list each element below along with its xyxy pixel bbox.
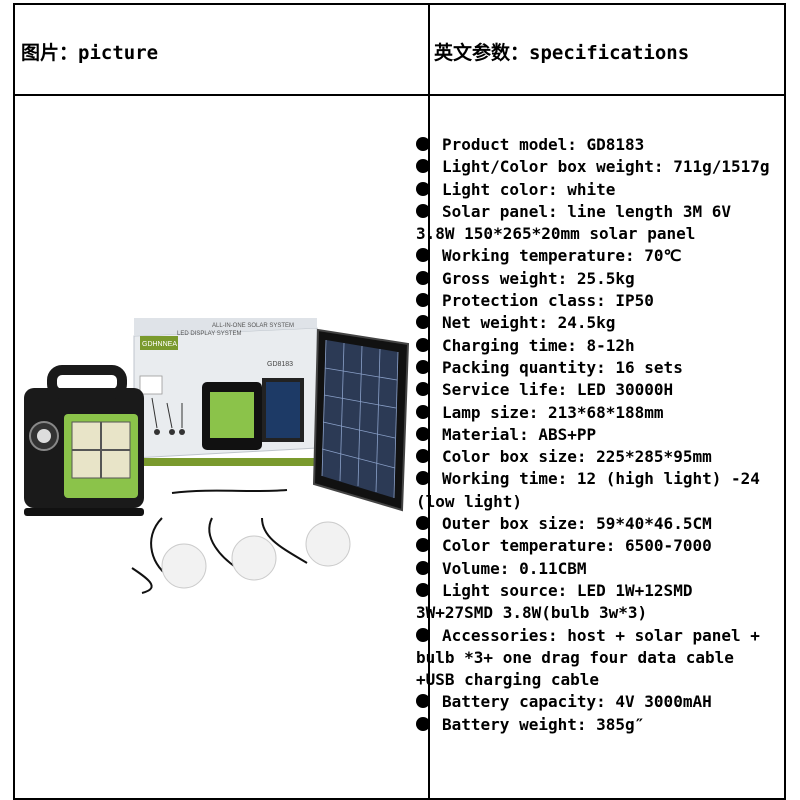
spec-text: Working temperature: 70℃ (442, 246, 682, 266)
bullet-icon (416, 359, 430, 374)
spec-item: Light source: LED 1W+12SMD 3W+27SMD 3.8W… (416, 580, 772, 625)
bullet-icon (416, 203, 430, 218)
spec-text: Solar panel: line length 3M 6V 3.8W 150*… (416, 201, 731, 244)
brand-badge (140, 336, 178, 350)
spec-item: Net weight: 24.5kg (416, 312, 772, 334)
spec-text: Light color: white (442, 179, 616, 199)
bullet-icon (416, 560, 430, 575)
bullet-icon (416, 449, 430, 464)
bullet-icon (416, 315, 430, 330)
bullet-icon (416, 582, 430, 597)
spec-item: Light/Color box weight: 711g/1517g (416, 156, 772, 178)
column-divider (428, 5, 430, 798)
spec-text: Net weight: 24.5kg (442, 313, 616, 333)
spec-text: Color box size: 225*285*95mm (442, 447, 712, 467)
product-photo: GDHNNEA ALL-IN-ONE SOLAR SYSTEM LED DISP… (24, 318, 410, 594)
spec-text: Light source: LED 1W+12SMD 3W+27SMD 3.8W… (416, 580, 693, 623)
spec-item: Product model: GD8183 (416, 134, 772, 156)
spec-item: Color temperature: 6500-7000 (416, 535, 772, 557)
bulbs-and-cables-image (131, 489, 308, 594)
spec-text: Volume: 0.11CBM (442, 558, 587, 578)
spec-text: Color temperature: 6500-7000 (442, 536, 712, 556)
spec-item: Battery capacity: 4V 3000mAH (416, 691, 772, 713)
bullet-icon (416, 248, 430, 263)
spec-text: Packing quantity: 16 sets (442, 357, 683, 377)
spec-item: Material: ABS+PP (416, 424, 772, 446)
bulb-images (161, 521, 351, 589)
spec-item: Charging time: 8-12h (416, 335, 772, 357)
bullet-icon (416, 181, 430, 196)
bullet-icon (416, 471, 430, 486)
solar-panel-image (312, 328, 410, 512)
spec-text: Light/Color box weight: 711g/1517g (442, 157, 770, 177)
spec-text: Protection class: IP50 (442, 291, 654, 311)
lamp-host-image (24, 365, 144, 516)
color-box-image: GDHNNEA ALL-IN-ONE SOLAR SYSTEM LED DISP… (133, 318, 318, 466)
spec-item: Protection class: IP50 (416, 290, 772, 312)
spec-text: Gross weight: 25.5kg (442, 268, 635, 288)
spec-item: Light color: white (416, 179, 772, 201)
spec-item: Working time: 12 (high light) -24 (low l… (416, 468, 772, 513)
header-row-divider (15, 94, 784, 96)
box-brand-text: GDHNNEA (142, 341, 177, 348)
bullet-icon (416, 382, 430, 397)
bullet-icon (416, 426, 430, 441)
bullet-icon (416, 270, 430, 285)
spec-text: Service life: LED 30000H (442, 380, 674, 400)
bullet-icon (416, 137, 430, 151)
spec-item: Battery weight: 385g″ (416, 714, 772, 736)
spec-text: Lamp size: 213*68*188mm (442, 402, 664, 422)
spec-item: Lamp size: 213*68*188mm (416, 402, 772, 424)
header-specifications: 英文参数：specifications (434, 42, 690, 64)
spec-item: Volume: 0.11CBM (416, 558, 772, 580)
spec-text: Working time: 12 (high light) -24 (low l… (416, 469, 760, 511)
bullet-icon (416, 159, 430, 174)
spec-item: Solar panel: line length 3M 6V 3.8W 150*… (416, 201, 772, 246)
bullet-icon (416, 627, 430, 642)
spec-text: Battery weight: 385g″ (442, 714, 645, 734)
spec-item: Color box size: 225*285*95mm (416, 446, 772, 468)
bullet-icon (416, 694, 430, 709)
spec-item: Gross weight: 25.5kg (416, 268, 772, 290)
box-title-1: ALL-IN-ONE SOLAR SYSTEM (212, 323, 294, 329)
spec-text: Battery capacity: 4V 3000mAH (442, 692, 712, 712)
bullet-icon (416, 337, 430, 352)
spec-item: Packing quantity: 16 sets (416, 357, 772, 379)
bullet-icon (416, 538, 430, 553)
spec-item: Outer box size: 59*40*46.5CM (416, 513, 772, 535)
spec-text: Product model: GD8183 (442, 135, 645, 154)
bullet-icon (416, 516, 430, 531)
spec-text: Material: ABS+PP (442, 424, 597, 444)
spec-item: Service life: LED 30000H (416, 379, 772, 401)
box-model-text: GD8183 (267, 361, 293, 368)
spec-text: Outer box size: 59*40*46.5CM (442, 514, 712, 534)
spec-text: Charging time: 8-12h (442, 335, 635, 355)
spec-table: 图片：picture 英文参数：specifications (13, 3, 786, 800)
bullet-icon (416, 716, 430, 731)
spec-text: Accessories: host + solar panel + bulb *… (416, 625, 760, 690)
bullet-icon (416, 404, 430, 419)
spec-item: Accessories: host + solar panel + bulb *… (416, 625, 772, 692)
header-picture: 图片：picture (21, 42, 159, 64)
box-title-2: LED DISPLAY SYSTEM (177, 331, 241, 337)
bullet-icon (416, 293, 430, 308)
spec-item: Working temperature: 70℃ (416, 245, 772, 267)
